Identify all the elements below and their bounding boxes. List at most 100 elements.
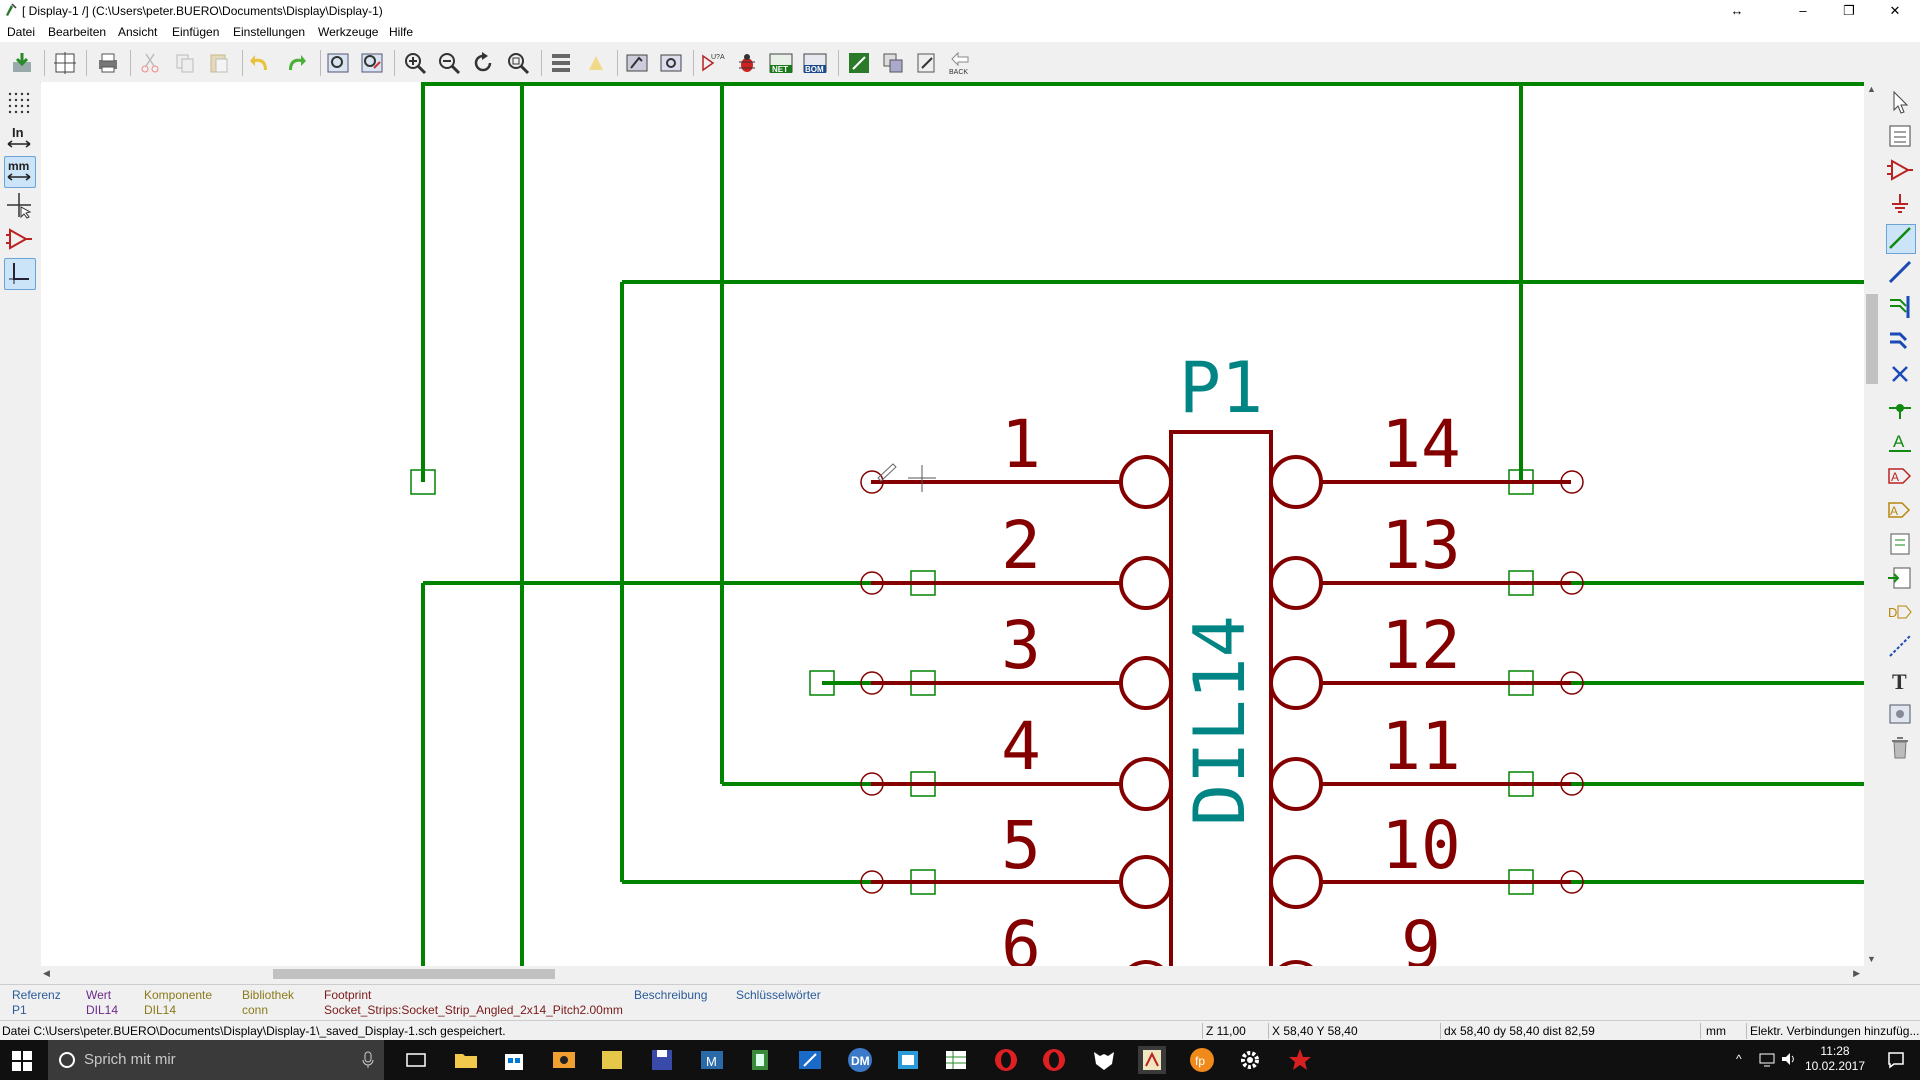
place-net-label-icon[interactable]: A (1886, 428, 1914, 456)
scroll-left-icon[interactable]: ◀ (43, 968, 50, 978)
zoom-in-icon[interactable] (402, 50, 428, 76)
wire-orientation-icon[interactable] (4, 258, 36, 290)
horizontal-scroll-thumb[interactable] (273, 969, 555, 979)
scroll-right-icon[interactable]: ▶ (1853, 968, 1860, 978)
place-component-icon[interactable] (1886, 156, 1914, 184)
no-connect-flag-icon[interactable] (1886, 360, 1914, 388)
find-replace-icon[interactable] (359, 50, 385, 76)
sheet-navigator-icon[interactable] (52, 50, 78, 76)
paste-icon[interactable] (206, 50, 232, 76)
place-bus-icon[interactable] (1886, 258, 1914, 286)
zoom-out-icon[interactable] (436, 50, 462, 76)
fp-app-icon[interactable]: fp (1188, 1046, 1216, 1074)
network-tray-icon[interactable] (1758, 1050, 1776, 1071)
scroll-down-icon[interactable]: ▼ (1867, 954, 1876, 964)
notification-center-icon[interactable] (1886, 1050, 1906, 1073)
tray-chevron-icon[interactable]: ^ (1736, 1052, 1742, 1066)
m-app-icon[interactable]: M (698, 1046, 726, 1074)
place-wire-icon[interactable] (1886, 224, 1916, 254)
menu-einfuegen[interactable]: Einfügen (172, 25, 220, 39)
mail-app-icon[interactable] (550, 1046, 578, 1074)
taskbar-clock[interactable]: 11:28 10.02.2017 (1800, 1044, 1870, 1074)
menu-datei[interactable]: Datei (7, 25, 36, 39)
component-value[interactable]: DIL14 (1179, 615, 1261, 826)
units-inch-button[interactable]: In (4, 122, 34, 152)
redo-icon[interactable] (283, 50, 309, 76)
close-button[interactable]: ✕ (1889, 3, 1901, 18)
network-app-icon[interactable] (894, 1046, 922, 1074)
bom-icon[interactable]: BOM (802, 50, 828, 76)
menu-hilfe[interactable]: Hilfe (389, 25, 414, 39)
hidden-pins-icon[interactable] (4, 224, 34, 254)
pcbnew-icon[interactable] (880, 50, 906, 76)
save-project-icon[interactable] (9, 50, 35, 76)
cvpcb-icon[interactable] (846, 50, 872, 76)
cursor-shape-icon[interactable] (4, 190, 34, 220)
component-dil14[interactable]: 1 2 3 4 5 6 14 13 12 11 10 9 P1 DIL14 (860, 347, 1584, 966)
place-power-icon[interactable] (1886, 190, 1914, 218)
tool-app-icon[interactable] (796, 1046, 824, 1074)
zoom-fit-icon[interactable] (505, 50, 531, 76)
units-mm-button[interactable]: mm (4, 156, 36, 188)
library-browser-icon[interactable] (658, 50, 684, 76)
spreadsheet-app-icon[interactable] (942, 1046, 970, 1074)
graphic-line-icon[interactable] (1886, 632, 1914, 660)
folder-app-icon[interactable] (598, 1046, 626, 1074)
place-hierarchical-sheet-icon[interactable] (1886, 530, 1914, 558)
vertical-scrollbar[interactable]: ▲ ▼ (1864, 82, 1880, 966)
redraw-icon[interactable] (470, 50, 496, 76)
opera-icon-2[interactable] (1040, 1046, 1068, 1074)
menu-einstellungen[interactable]: Einstellungen (233, 25, 306, 39)
grid-toggle-icon[interactable] (4, 88, 34, 118)
scroll-up-icon[interactable]: ▲ (1867, 84, 1876, 94)
place-hierarchical-label-icon[interactable]: A (1886, 496, 1914, 524)
place-text-icon[interactable]: T (1886, 666, 1914, 694)
settings-gear-icon[interactable] (1236, 1046, 1264, 1074)
back-icon[interactable]: BACK (948, 50, 974, 76)
hierarchy-navigator-icon[interactable] (548, 50, 574, 76)
copy-icon[interactable] (172, 50, 198, 76)
place-image-icon[interactable] (1886, 700, 1914, 728)
wire-to-bus-entry-icon[interactable] (1886, 292, 1914, 320)
store-icon[interactable] (500, 1046, 528, 1074)
volume-tray-icon[interactable] (1780, 1050, 1798, 1071)
schematic-canvas[interactable]: 1 2 3 4 5 6 14 13 12 11 10 9 P1 DIL14 (41, 82, 1864, 966)
undo-icon[interactable] (247, 50, 273, 76)
fox-app-icon[interactable] (1090, 1046, 1118, 1074)
start-button[interactable] (12, 1051, 32, 1074)
place-global-label-icon[interactable]: A (1886, 462, 1914, 490)
library-editor-icon[interactable] (624, 50, 650, 76)
menu-ansicht[interactable]: Ansicht (118, 25, 158, 39)
red-star-app-icon[interactable] (1286, 1046, 1314, 1074)
save-app-icon[interactable] (648, 1046, 676, 1074)
erc-icon[interactable] (734, 50, 760, 76)
microphone-icon[interactable] (362, 1051, 374, 1069)
import-sheet-pin-icon[interactable] (1886, 564, 1914, 592)
netlist-icon[interactable]: NET (768, 50, 794, 76)
annotate-icon[interactable]: U?A (700, 50, 726, 76)
horizontal-scrollbar[interactable]: ◀ ▶ (41, 966, 1864, 982)
select-arrow-icon[interactable] (1886, 88, 1914, 116)
maximize-button[interactable]: ❐ (1843, 3, 1855, 18)
find-icon[interactable] (325, 50, 351, 76)
vertical-scroll-thumb[interactable] (1866, 294, 1878, 384)
leave-sheet-icon[interactable] (583, 50, 609, 76)
opera-icon[interactable] (992, 1046, 1020, 1074)
place-junction-icon[interactable] (1886, 394, 1914, 422)
delete-item-icon[interactable] (1886, 734, 1914, 762)
file-explorer-icon[interactable] (452, 1046, 480, 1074)
reference-designator[interactable]: P1 (1179, 347, 1263, 429)
add-sheet-pin-icon[interactable]: D (1886, 598, 1914, 626)
cortana-search-box[interactable]: Sprich mit mir (48, 1040, 384, 1080)
resize-icon[interactable]: ↔ (1730, 3, 1744, 18)
green-file-icon[interactable] (746, 1046, 774, 1074)
menu-bearbeiten[interactable]: Bearbeiten (48, 25, 107, 39)
cut-icon[interactable] (137, 50, 163, 76)
print-icon[interactable] (95, 50, 121, 76)
task-view-icon[interactable] (402, 1046, 430, 1074)
bus-to-bus-entry-icon[interactable] (1886, 326, 1914, 354)
minimize-button[interactable]: – (1799, 3, 1807, 18)
menu-werkzeuge[interactable]: Werkzeuge (318, 25, 379, 39)
backannotate-icon[interactable] (914, 50, 940, 76)
highlight-net-icon[interactable] (1886, 122, 1914, 150)
